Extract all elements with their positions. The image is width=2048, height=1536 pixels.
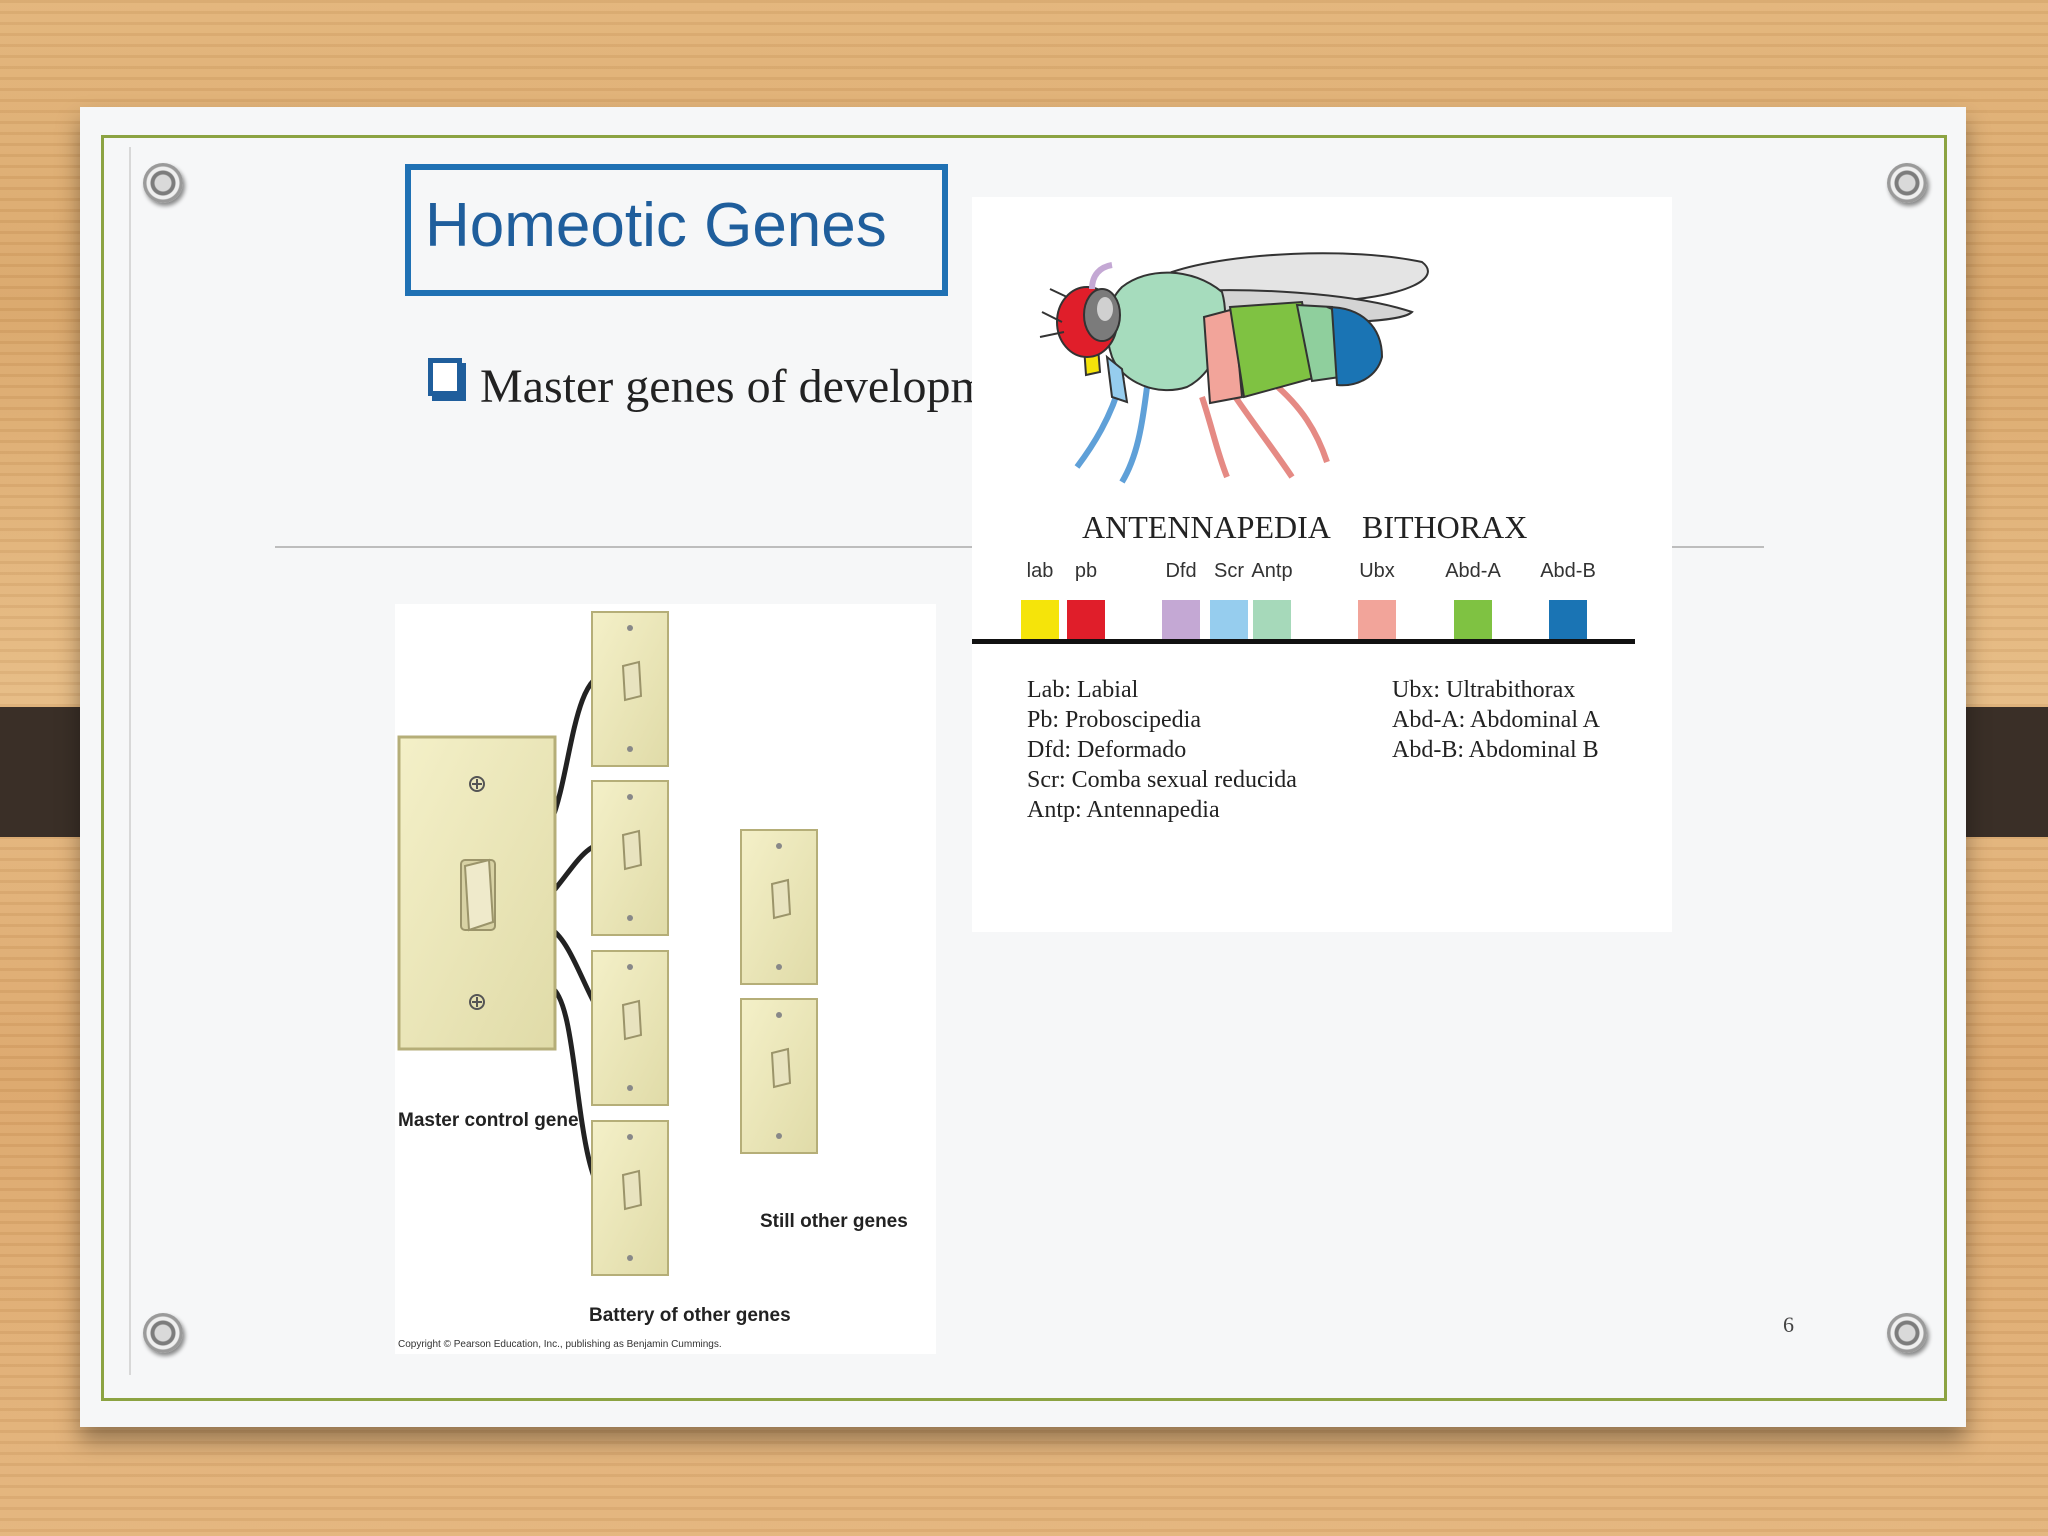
legend-left-item: Scr: Comba sexual reducida xyxy=(1027,765,1297,795)
chromosome-line xyxy=(972,639,1635,644)
screw-bottom-right-icon xyxy=(1887,1313,1927,1353)
antennapedia-label: ANTENNAPEDIA xyxy=(1082,509,1331,546)
battery-label: Battery of other genes xyxy=(589,1305,791,1327)
gene-bar xyxy=(1021,600,1059,640)
legend-right-item: Abd-A: Abdominal A xyxy=(1392,705,1600,735)
gene-bar xyxy=(1162,600,1200,640)
copyright-text: Copyright © Pearson Education, Inc., pub… xyxy=(398,1339,722,1350)
legend-right-item: Abd-B: Abdominal B xyxy=(1392,735,1600,765)
screw-top-left-icon xyxy=(143,163,183,203)
master-control-label: Master control gene xyxy=(398,1110,579,1132)
switch-diagram: Master control gene Battery of other gen… xyxy=(395,604,936,1354)
master-switch xyxy=(399,737,555,1049)
gene-bar xyxy=(1253,600,1291,640)
legend-right-item: Ubx: Ultrabithorax xyxy=(1392,675,1600,705)
gene-label: Abd-B xyxy=(1538,560,1598,583)
divider-rule-left xyxy=(275,546,1040,548)
switch-diagram-graphic xyxy=(395,604,936,1354)
left-margin-line xyxy=(129,147,131,1375)
screw-top-right-icon xyxy=(1887,163,1927,203)
gene-label: pb xyxy=(1056,560,1116,583)
gene-bar xyxy=(1549,600,1587,640)
gene-bar xyxy=(1067,600,1105,640)
fruit-fly-illustration xyxy=(972,197,1672,497)
slide: Homeotic Genes Master genes of developme… xyxy=(80,107,1966,1427)
gene-bar xyxy=(1454,600,1492,640)
divider-rule-right xyxy=(1672,546,1764,548)
gene-label: Antp xyxy=(1242,560,1302,583)
slide-title: Homeotic Genes xyxy=(425,190,887,261)
gene-bar xyxy=(1210,600,1248,640)
legend-left-item: Lab: Labial xyxy=(1027,675,1297,705)
screw-bottom-left-icon xyxy=(143,1313,183,1353)
complex-labels: ANTENNAPEDIA BITHORAX xyxy=(972,509,1672,543)
bithorax-label: BITHORAX xyxy=(1362,509,1527,546)
legend-left: Lab: Labial Pb: Proboscipedia Dfd: Defor… xyxy=(1027,675,1297,825)
legend-left-item: Pb: Proboscipedia xyxy=(1027,705,1297,735)
still-other-genes-label: Still other genes xyxy=(760,1211,908,1233)
legend-left-item: Antp: Antennapedia xyxy=(1027,795,1297,825)
legend-right: Ubx: Ultrabithorax Abd-A: Abdominal A Ab… xyxy=(1392,675,1600,765)
gene-bar xyxy=(1358,600,1396,640)
gene-bars xyxy=(972,600,1672,640)
bullet-checkbox-icon xyxy=(428,358,462,396)
gene-label: Ubx xyxy=(1347,560,1407,583)
gene-label: Abd-A xyxy=(1443,560,1503,583)
page-number: 6 xyxy=(1783,1312,1794,1338)
title-box: Homeotic Genes xyxy=(405,164,948,296)
legend-left-item: Dfd: Deformado xyxy=(1027,735,1297,765)
